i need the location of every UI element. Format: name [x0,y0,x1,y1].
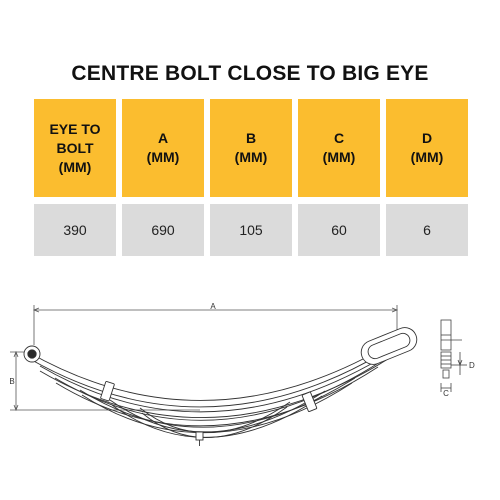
dimension-b-label: B [9,377,14,386]
value-eye-to-bolt: 390 [34,204,116,256]
header-d: D (MM) [386,99,468,197]
value-d: 6 [386,204,468,256]
centre-bolt [195,431,204,446]
value-c: 60 [298,204,380,256]
value-b: 105 [210,204,292,256]
end-view [440,319,467,392]
big-eye [360,327,418,365]
value-row: 390 690 105 60 6 [34,204,468,256]
leaf-spring [27,331,411,438]
header-b: B (MM) [210,99,292,197]
spec-table: EYE TO BOLT (MM) A (MM) B (MM) C (MM) D … [34,99,468,256]
header-eye-to-bolt: EYE TO BOLT (MM) [34,99,116,197]
header-a: A (MM) [122,99,204,197]
value-a: 690 [122,204,204,256]
page-title: CENTRE BOLT CLOSE TO BIG EYE [71,62,429,85]
spring-clamps [100,381,318,412]
header-c: C (MM) [298,99,380,197]
leaf-spring-diagram: A B [9,302,475,446]
dimension-d-label: D [469,361,475,370]
small-eye [23,345,41,363]
dimension-c-label: C [443,389,449,398]
dimension-a [32,305,399,345]
header-row: EYE TO BOLT (MM) A (MM) B (MM) C (MM) D … [34,99,468,197]
dimension-a-label: A [210,302,216,311]
